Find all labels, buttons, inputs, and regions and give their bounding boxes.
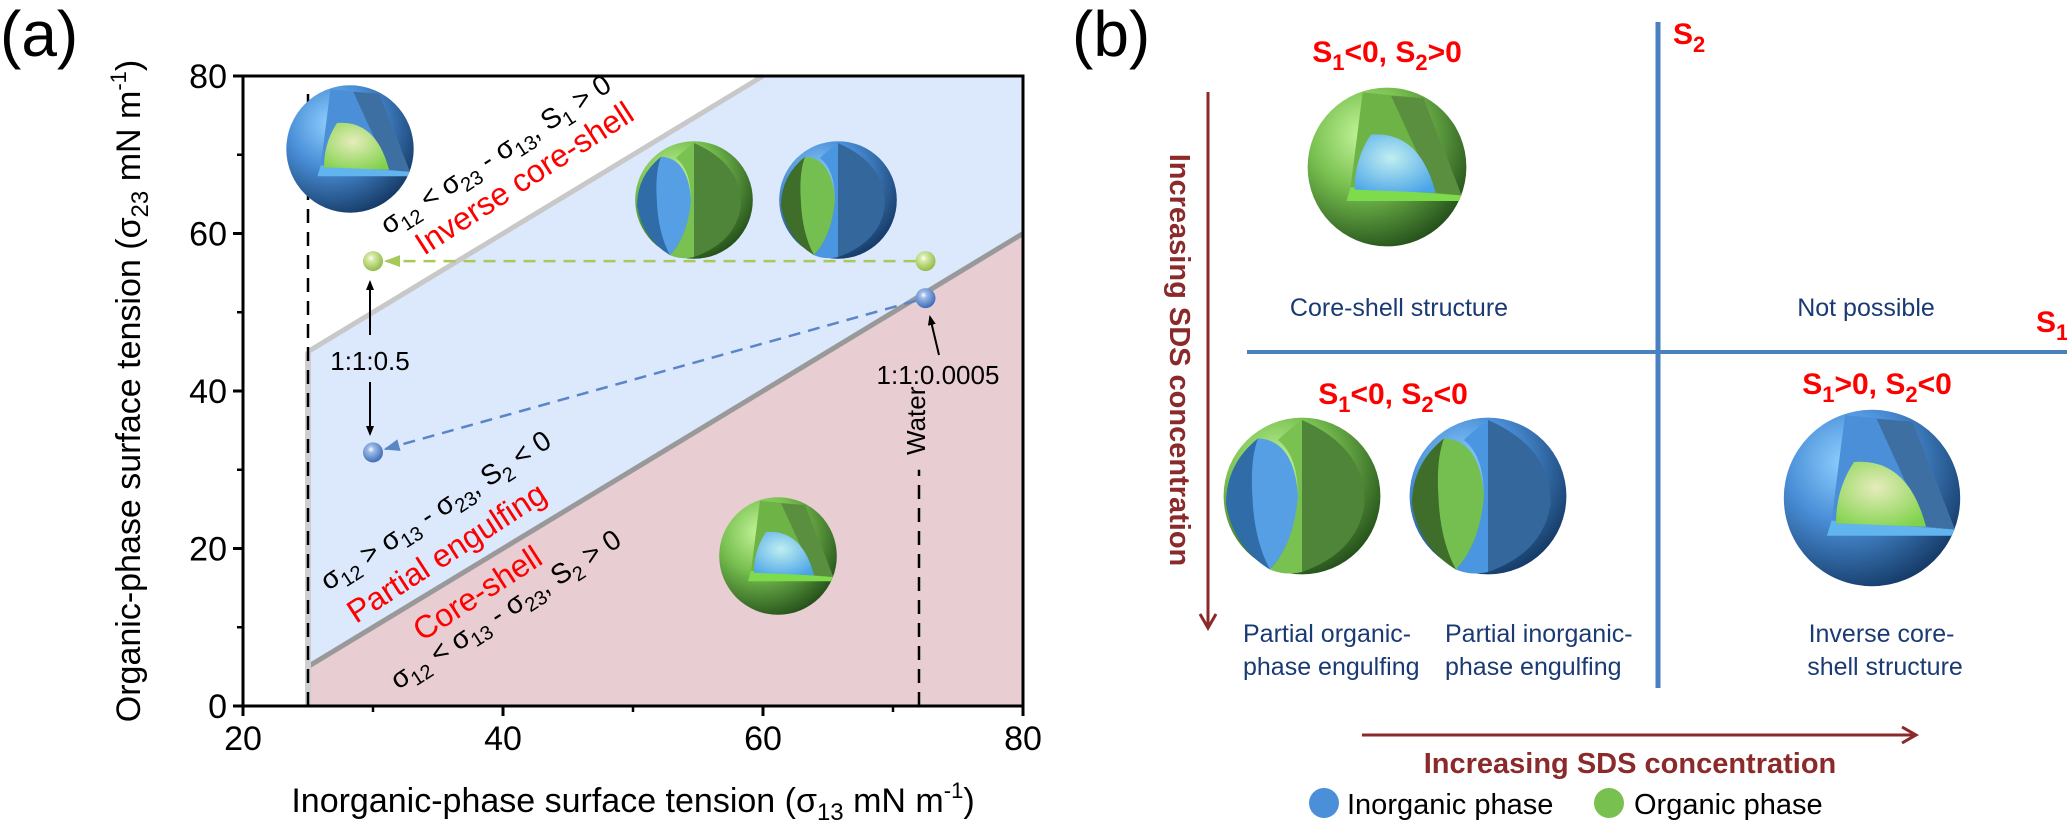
legend-organic-label: Organic phase — [1634, 789, 1823, 821]
partial-organic-engulfing-icon — [1223, 417, 1381, 575]
organic-data-point — [363, 251, 383, 272]
x-tick-label: 40 — [484, 720, 522, 758]
inorganic-data-point — [363, 442, 383, 463]
partial-organic-engulfing-label: Partial organic- phase engulfing — [1243, 620, 1420, 681]
core-shell-structure-icon — [1307, 87, 1467, 247]
vertical-sds-arrow-label: Increasing SDS concentration — [1163, 154, 1195, 567]
not-possible-label: Not possible — [1797, 294, 1935, 322]
y-tick-label: 60 — [189, 216, 227, 254]
partial-inorganic-engulfing-label: Partial inorganic- phase engulfing — [1445, 620, 1640, 681]
inverse-core-shell-sphere-icon — [286, 85, 414, 213]
inverse-core-shell-boundary — [306, 73, 765, 354]
series-connector — [383, 299, 917, 451]
y-tick-label: 0 — [208, 688, 227, 726]
x-tick-label: 60 — [744, 720, 782, 758]
data-series — [363, 251, 936, 463]
panel-a-label: (a) — [0, 0, 78, 70]
water-label: Water — [901, 386, 931, 455]
inorganic-data-point — [915, 288, 936, 309]
x-tick-label: 80 — [1004, 720, 1042, 758]
panel-b-label: (b) — [1072, 0, 1150, 70]
ratio-annotation-low: 1:1:0.0005 — [877, 360, 1000, 390]
legend-organic-swatch — [1594, 788, 1624, 818]
inverse-core-shell-structure-label: Inverse core- shell structure — [1807, 620, 1963, 681]
panel-a: (a) σ12 < σ23 - σ13, S1 > 0 Inverse core… — [0, 0, 1042, 823]
partial-organic-engulfing-sphere-icon — [635, 141, 753, 259]
bottom-left-condition: S1<0, S2<0 — [1318, 378, 1468, 417]
partial-inorganic-engulfing-icon — [1409, 417, 1567, 575]
horizontal-sds-arrow-label: Increasing SDS concentration — [1424, 748, 1837, 780]
bottom-right-condition: S1>0, S2<0 — [1802, 368, 1952, 407]
panel-b: (b) S2 S1 Increasing SDS concentration S… — [1072, 0, 2067, 821]
y-tick-label: 40 — [189, 373, 227, 411]
legend-inorganic-label: Inorganic phase — [1347, 789, 1553, 821]
y-tick-label: 20 — [189, 531, 227, 569]
y-tick-label: 80 — [189, 58, 227, 96]
legend-inorganic-swatch — [1309, 788, 1339, 818]
partial-inorganic-engulfing-sphere-icon — [779, 141, 897, 259]
s2-axis-label: S2 — [1673, 18, 1705, 57]
top-left-condition: S1<0, S2>0 — [1312, 36, 1462, 75]
core-shell-boundary — [306, 231, 1025, 669]
legend: Inorganic phase Organic phase — [1309, 788, 1823, 821]
x-axis-title: Inorganic-phase surface tension (σ13 mN … — [291, 778, 974, 823]
organic-data-point — [915, 251, 936, 272]
core-shell-region — [308, 233, 1023, 706]
core-shell-structure-label: Core-shell structure — [1290, 294, 1508, 322]
ratio-low-arrow — [927, 315, 940, 356]
y-axis-title: Organic-phase surface tension (σ23 mN m-… — [106, 60, 154, 722]
x-tick-label: 20 — [224, 720, 262, 758]
core-shell-sphere-icon — [719, 497, 837, 615]
s1-axis-label: S1 — [2036, 306, 2067, 345]
ratio-annotation-high: 1:1:0.5 — [330, 346, 410, 376]
inverse-core-shell-structure-icon — [1783, 409, 1961, 587]
